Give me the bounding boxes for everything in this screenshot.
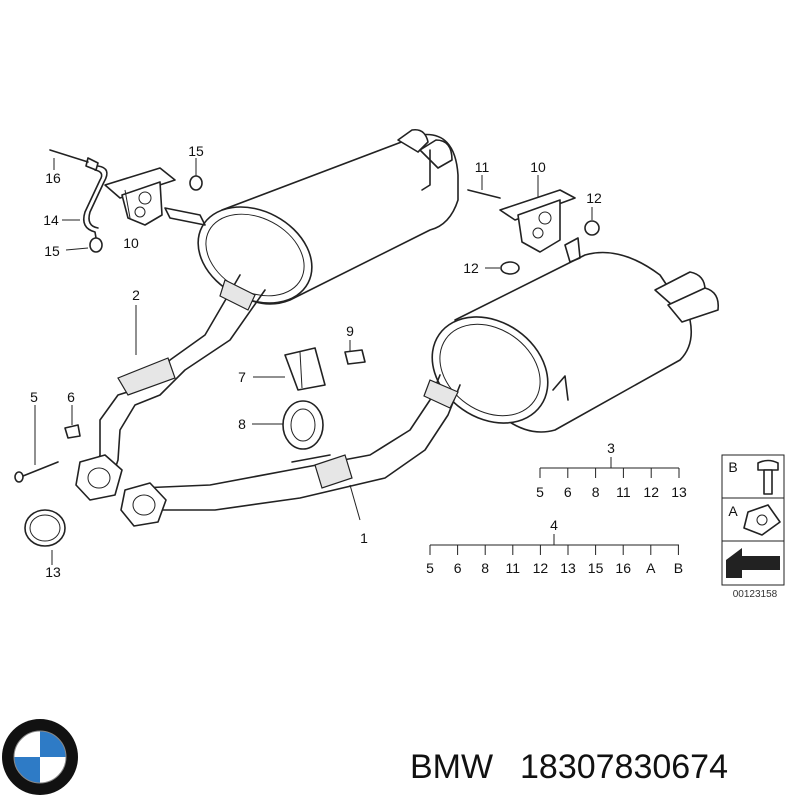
callout-16: 16	[45, 170, 61, 186]
hanger-bracket-right	[467, 189, 600, 275]
gasket-icon	[743, 504, 781, 536]
group4-item: 15	[588, 560, 604, 576]
callout-14: 14	[43, 212, 59, 228]
group4-item: A	[646, 560, 656, 576]
group4-item: B	[674, 560, 683, 576]
group-3-label: 3	[607, 440, 615, 456]
callout-12-top: 12	[586, 190, 602, 206]
legend-box: B A 00123158	[721, 454, 785, 600]
callout-5: 5	[30, 389, 38, 405]
legend-b-label: B	[728, 459, 737, 475]
callout-8: 8	[238, 416, 246, 432]
brand-name: BMW	[410, 748, 493, 786]
leader-lines	[34, 158, 593, 565]
bolt-icon	[757, 459, 779, 495]
group3-item: 8	[592, 484, 600, 500]
part-number: 18307830674	[520, 748, 728, 786]
group4-item: 12	[533, 560, 549, 576]
group4-item: 16	[615, 560, 631, 576]
callout-15-left: 15	[44, 243, 60, 259]
callout-10-left: 10	[123, 235, 139, 251]
rear-muffler-right	[431, 237, 720, 433]
front-flanges	[75, 454, 167, 527]
group4-item: 8	[481, 560, 489, 576]
callout-12-mid: 12	[463, 260, 479, 276]
kit-group-3: 3 5 6 8 11 12 13	[536, 440, 687, 500]
legend-a-label: A	[728, 503, 738, 519]
center-pipe-1	[139, 374, 461, 511]
group-4-label: 4	[550, 517, 558, 533]
callout-2: 2	[132, 287, 140, 303]
callout-7: 7	[238, 369, 246, 385]
group3-item: 5	[536, 484, 544, 500]
callout-11: 11	[475, 159, 490, 175]
group4-item: 5	[426, 560, 434, 576]
group3-item: 13	[671, 484, 687, 500]
callout-1: 1	[360, 530, 368, 546]
rear-muffler-left	[164, 128, 459, 305]
arrow-icon	[726, 548, 780, 578]
group4-item: 11	[506, 560, 521, 576]
group3-item: 12	[643, 484, 659, 500]
front-pipe-2	[94, 274, 266, 479]
group3-item: 11	[616, 484, 631, 500]
callout-9: 9	[346, 323, 354, 339]
callout-10-right: 10	[530, 159, 546, 175]
callout-15-top: 15	[188, 143, 204, 159]
group3-item: 6	[564, 484, 572, 500]
bmw-logo	[2, 719, 78, 795]
kit-group-4: 4 5 6 8 11 12 13 15 16 A B	[426, 517, 683, 576]
group4-item: 13	[560, 560, 576, 576]
callout-6: 6	[67, 389, 75, 405]
callout-labels: 2 1 5 6 7 8 9 10 14 15 15 16 11 10 12 12…	[30, 143, 602, 580]
diagram-number: 00123158	[733, 589, 778, 600]
group4-item: 6	[454, 560, 462, 576]
callout-13: 13	[45, 564, 61, 580]
hanger-bracket-left	[49, 149, 203, 253]
small-parts	[14, 347, 366, 547]
